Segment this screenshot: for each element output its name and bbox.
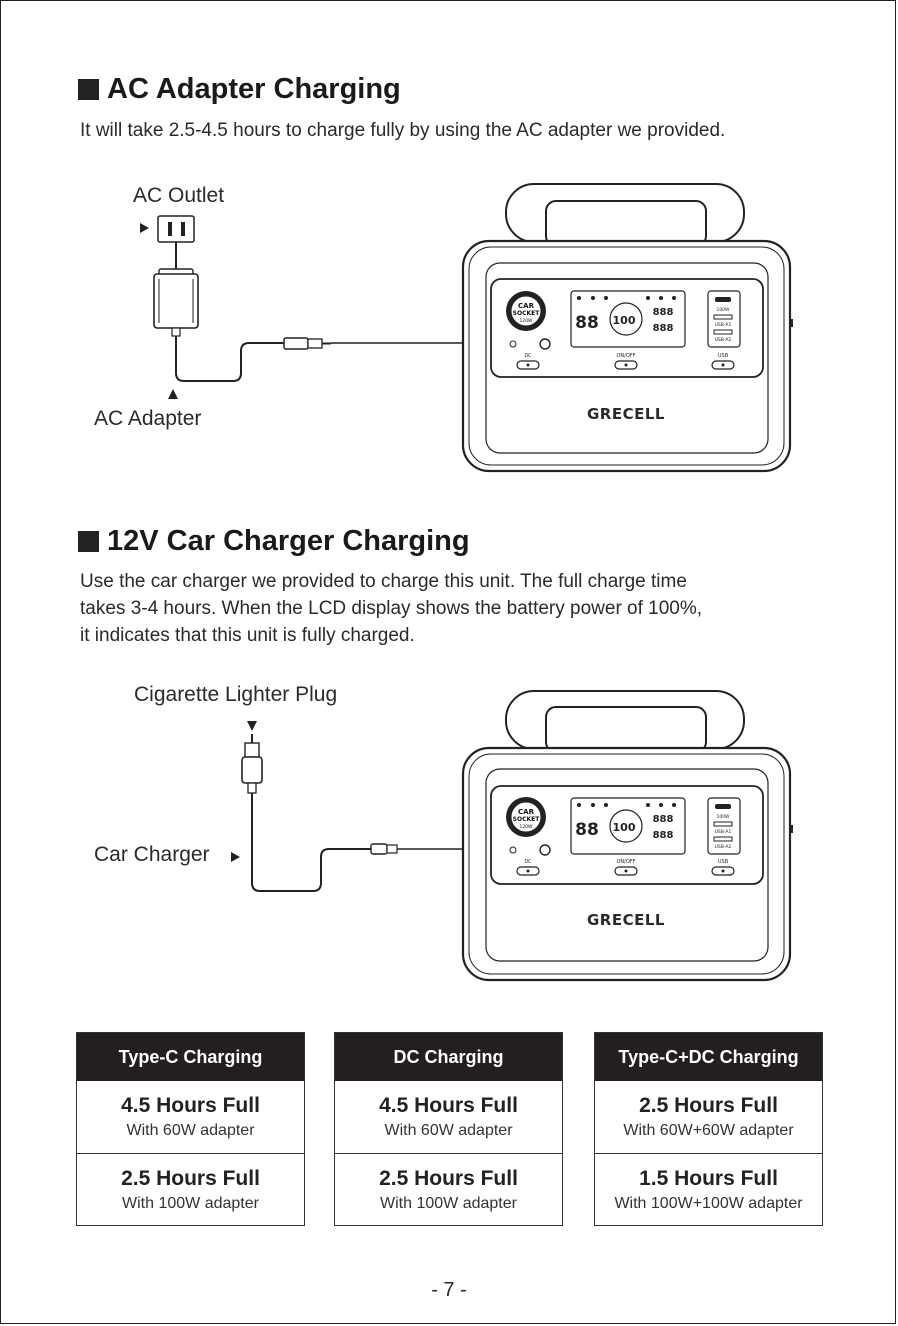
charge-note: With 100W adapter — [380, 1194, 517, 1212]
charging-table-dc: DC Charging 4.5 Hours Full With 60W adap… — [334, 1032, 563, 1226]
lcd-digits: 888 — [653, 307, 674, 318]
button-label: DC — [524, 859, 532, 865]
description-line: Use the car charger we provided to charg… — [80, 571, 687, 592]
dc-plug-icon — [283, 337, 331, 350]
lcd-digits: 888 — [653, 323, 674, 334]
lcd-digits: 88 — [575, 820, 599, 840]
pointer-arrow-icon — [247, 721, 257, 731]
label-ac-outlet: AC Outlet — [133, 184, 225, 207]
port-label: USB-A1 — [715, 322, 732, 328]
lcd-percent: 100 — [613, 314, 636, 327]
table-row: 2.5 Hours Full With 100W adapter — [335, 1153, 562, 1226]
table-row: 1.5 Hours Full With 100W+100W adapter — [595, 1153, 822, 1226]
section-car-description: Use the car charger we provided to charg… — [80, 568, 825, 649]
section-title-car-text: 12V Car Charger Charging — [107, 525, 470, 557]
lcd-digits: 88 — [575, 313, 599, 333]
charge-time: 2.5 Hours Full — [639, 1093, 778, 1117]
description-line: it indicates that this unit is fully cha… — [80, 625, 415, 646]
brand-logo: GRECELL — [587, 405, 665, 423]
charge-time: 2.5 Hours Full — [121, 1166, 260, 1190]
table-header: Type-C Charging — [77, 1033, 304, 1081]
square-bullet-icon — [78, 531, 99, 552]
table-row: 4.5 Hours Full With 60W adapter — [335, 1081, 562, 1153]
table-row: 2.5 Hours Full With 60W+60W adapter — [595, 1081, 822, 1153]
port-label: USB-A2 — [715, 844, 732, 850]
charge-note: With 60W+60W adapter — [623, 1121, 794, 1139]
section-title-ac-text: AC Adapter Charging — [107, 73, 401, 105]
port-label: USB-A1 — [715, 829, 732, 835]
page-number: - 7 - — [431, 1279, 467, 1301]
table-header: Type-C+DC Charging — [595, 1033, 822, 1081]
button-label: USB — [718, 859, 729, 865]
table-header: DC Charging — [335, 1033, 562, 1081]
section-title-ac: AC Adapter Charging — [78, 73, 401, 106]
pointer-arrow-icon — [168, 389, 178, 399]
power-station-icon: CAR SOCKET 120W 88 100 888 888 100W USB-… — [461, 183, 793, 473]
lcd-digits: 888 — [653, 814, 674, 825]
charge-time: 4.5 Hours Full — [121, 1093, 260, 1117]
button-label: ON/OFF — [616, 859, 635, 865]
charge-note: With 100W+100W adapter — [614, 1194, 803, 1212]
charge-note: With 60W adapter — [126, 1121, 255, 1139]
label-cigarette-plug: Cigarette Lighter Plug — [134, 683, 338, 706]
label-ac-adapter: AC Adapter — [94, 407, 202, 430]
table-row: 4.5 Hours Full With 60W adapter — [77, 1081, 304, 1153]
charge-note: With 100W adapter — [122, 1194, 259, 1212]
table-row: 2.5 Hours Full With 100W adapter — [77, 1153, 304, 1226]
socket-text: SOCKET — [513, 310, 541, 317]
charging-table-type-c: Type-C Charging 4.5 Hours Full With 60W … — [76, 1032, 305, 1226]
square-bullet-icon — [78, 79, 99, 100]
pointer-arrow-icon — [140, 223, 149, 233]
port-label: 100W — [716, 814, 730, 820]
charge-time: 2.5 Hours Full — [379, 1166, 518, 1190]
ac-adapter-brick-icon — [153, 268, 199, 337]
dc-plug-icon — [370, 843, 398, 855]
lcd-digits: 888 — [653, 830, 674, 841]
socket-text: CAR — [518, 302, 535, 310]
section-ac-description: It will take 2.5-4.5 hours to charge ful… — [80, 120, 726, 141]
socket-text: 120W — [519, 318, 533, 324]
power-station-icon: CAR SOCKET 120W 88 100 888 888 100W USB-… — [461, 690, 793, 982]
port-label: USB-A2 — [715, 337, 732, 343]
charge-time: 1.5 Hours Full — [639, 1166, 778, 1190]
car-charging-diagram: CAR SOCKET 120W 88 100 888 888 100W USB-… — [231, 690, 793, 982]
charging-table-type-c-dc: Type-C+DC Charging 2.5 Hours Full With 6… — [594, 1032, 823, 1226]
cigarette-plug-icon — [241, 734, 263, 794]
port-label: 100W — [716, 307, 730, 313]
ac-charging-diagram: CAR SOCKET 120W 88 100 888 888 100W USB-… — [140, 183, 793, 473]
label-car-charger: Car Charger — [94, 843, 210, 866]
charge-note: With 60W adapter — [384, 1121, 513, 1139]
button-label: USB — [718, 353, 729, 359]
button-label: ON/OFF — [616, 353, 635, 359]
socket-text: CAR — [518, 808, 535, 816]
charge-time: 4.5 Hours Full — [379, 1093, 518, 1117]
description-line: takes 3-4 hours. When the LCD display sh… — [80, 598, 703, 619]
socket-text: SOCKET — [513, 816, 541, 823]
brand-logo: GRECELL — [587, 911, 665, 929]
pointer-arrow-icon — [231, 852, 240, 862]
socket-text: 120W — [519, 824, 533, 830]
lcd-percent: 100 — [613, 821, 636, 834]
button-label: DC — [524, 353, 532, 359]
section-title-car: 12V Car Charger Charging — [78, 525, 470, 558]
